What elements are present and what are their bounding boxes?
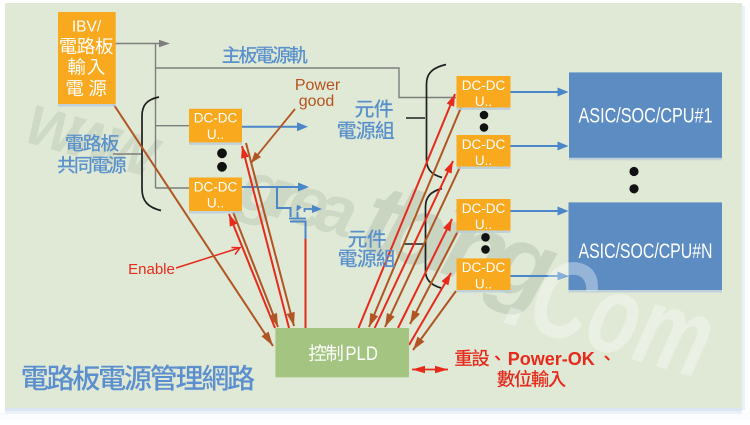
svg-text:Enable: Enable	[128, 261, 175, 278]
svg-text:PLD: PLD	[345, 344, 378, 365]
svg-text:ASIC/SOC/CPU#1: ASIC/SOC/CPU#1	[579, 105, 713, 128]
svg-text:DC-DC: DC-DC	[194, 179, 238, 194]
svg-text:DC-DC: DC-DC	[462, 260, 506, 275]
svg-text:DC-DC: DC-DC	[462, 201, 506, 216]
svg-text:U..: U..	[207, 127, 224, 142]
svg-text:Power-OK: Power-OK	[508, 349, 595, 369]
svg-text:U..: U..	[475, 217, 492, 232]
svg-text:U..: U..	[207, 196, 224, 211]
svg-text:U..: U..	[475, 153, 492, 168]
svg-text:DC-DC: DC-DC	[462, 78, 506, 93]
svg-text:DC-DC: DC-DC	[194, 111, 238, 126]
svg-text:U..: U..	[475, 276, 492, 291]
svg-text:U..: U..	[475, 94, 492, 109]
svg-text:DC-DC: DC-DC	[462, 137, 506, 152]
svg-text:ASIC/SOC/CPU#N: ASIC/SOC/CPU#N	[579, 240, 713, 263]
svg-text:Power: Power	[295, 77, 341, 94]
svg-text:IBV/: IBV/	[72, 18, 102, 35]
svg-text:good: good	[299, 93, 335, 110]
